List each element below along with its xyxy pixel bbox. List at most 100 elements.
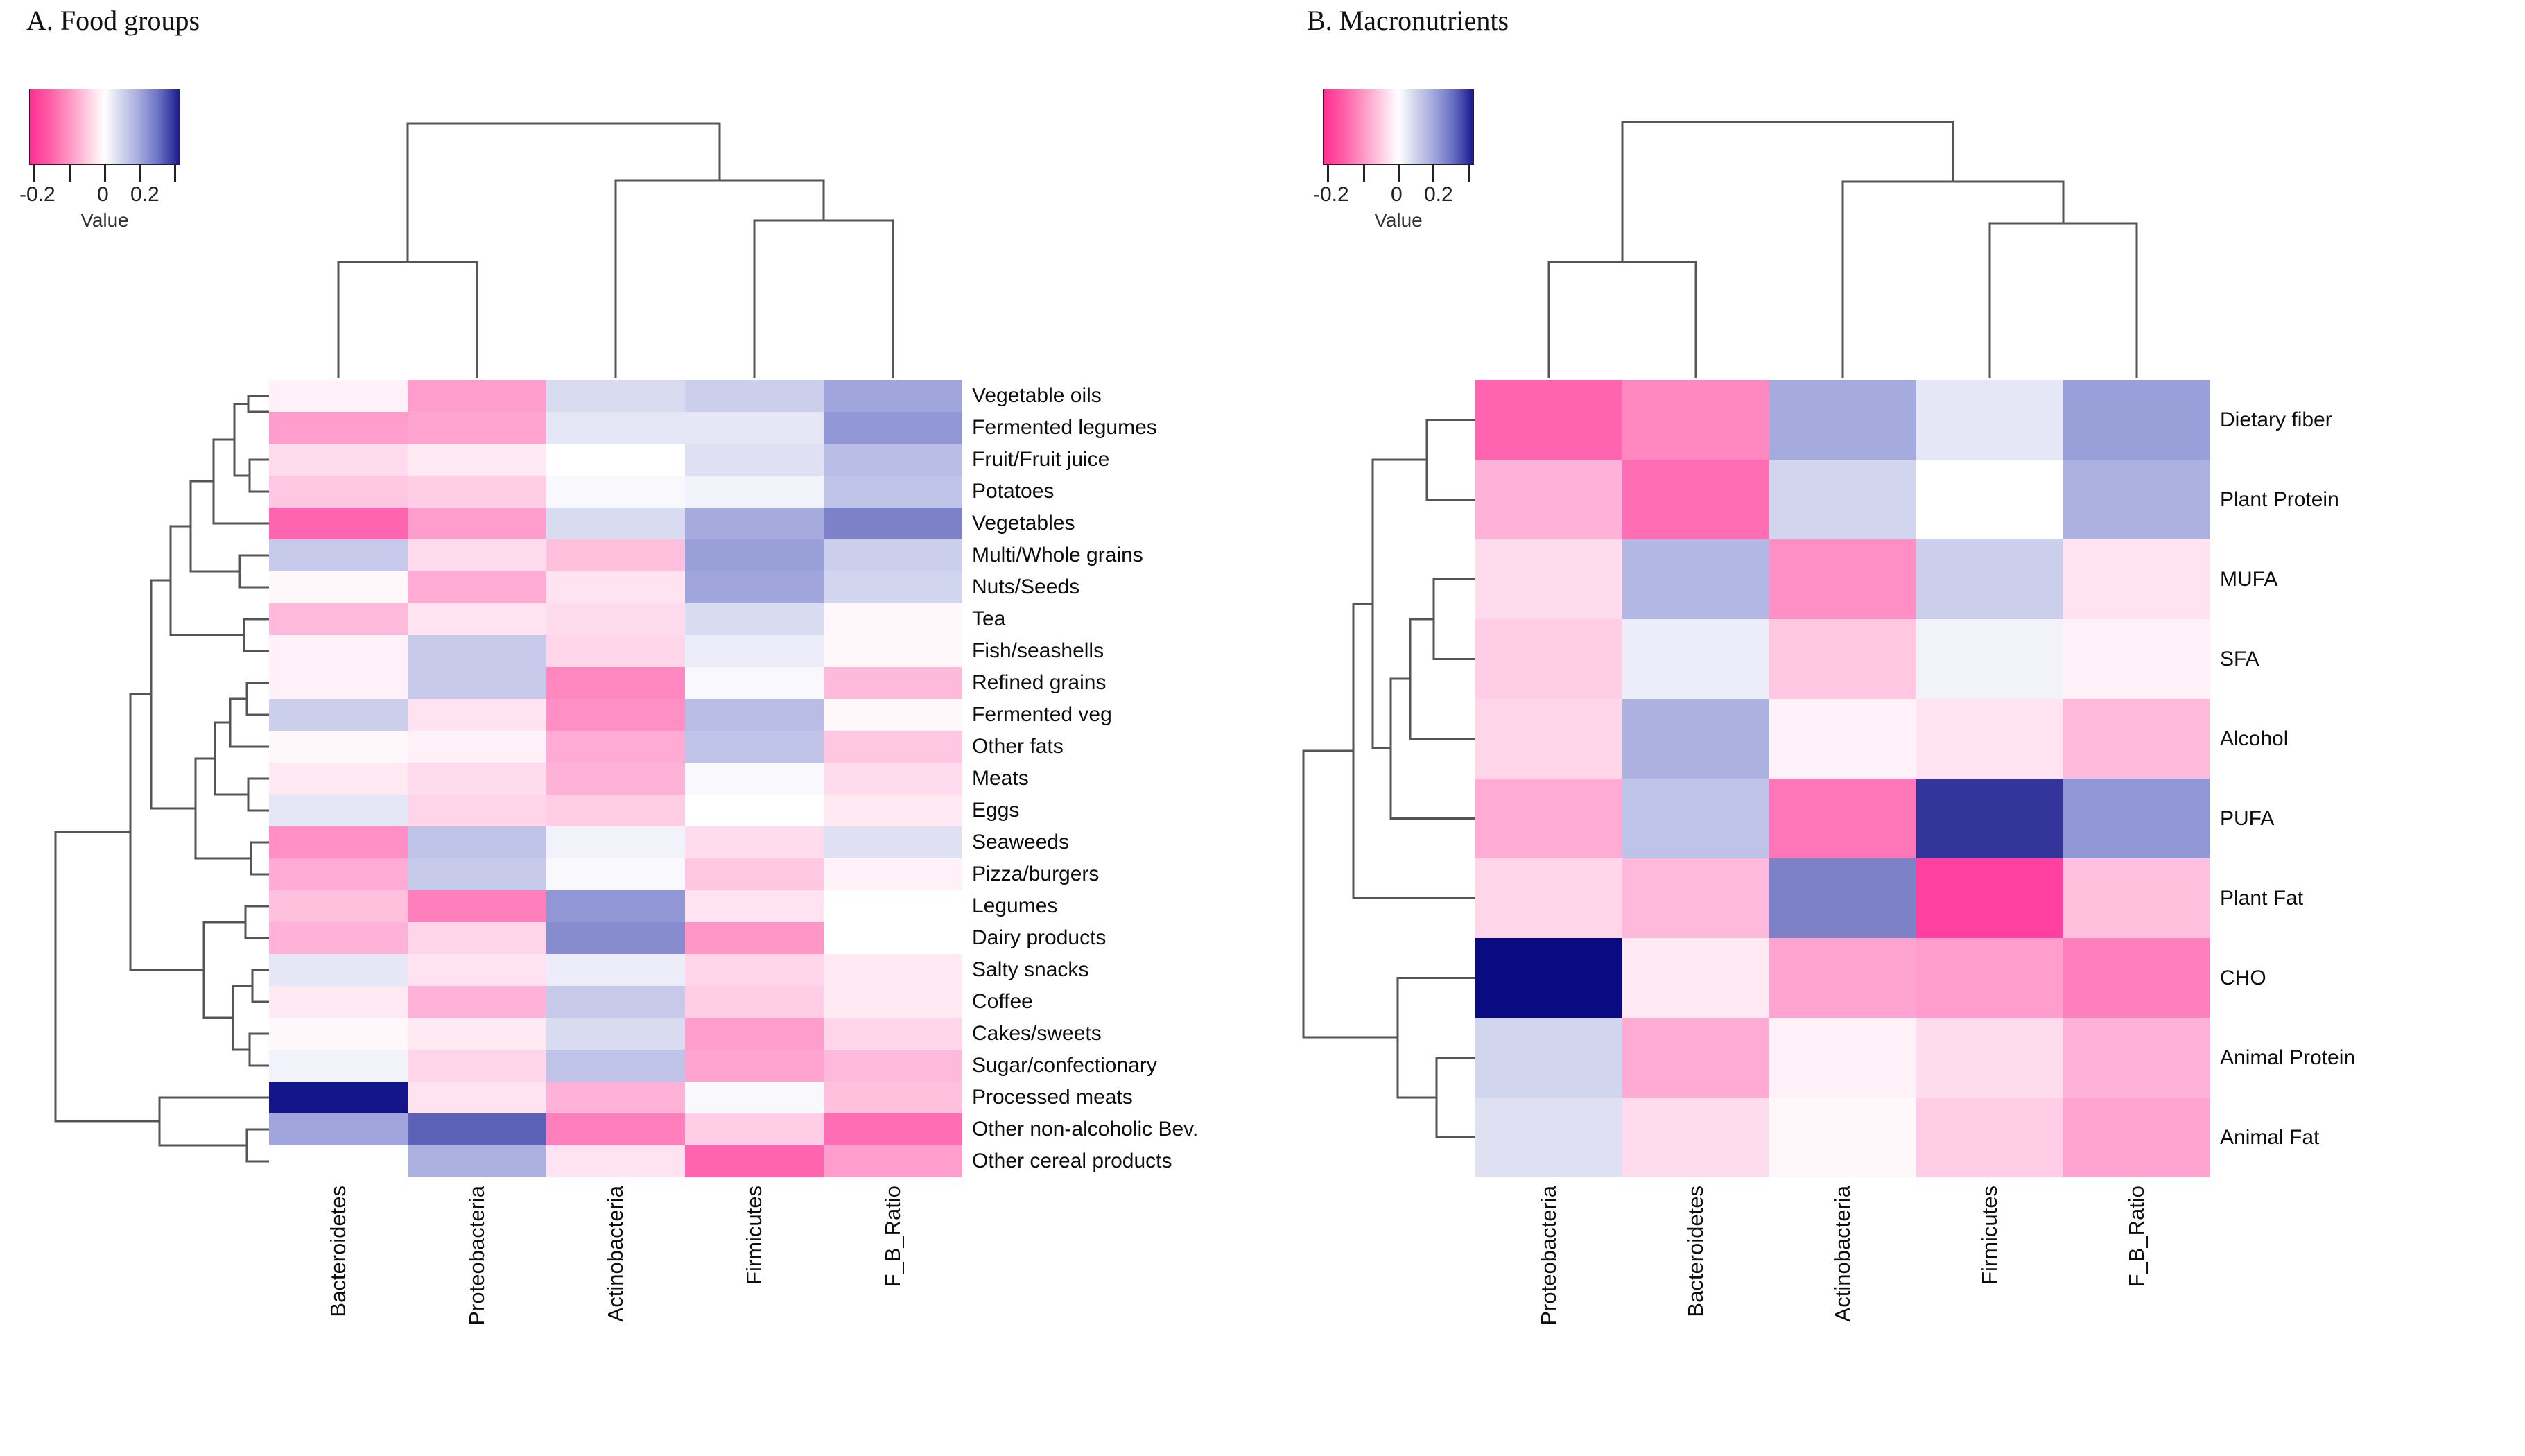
heatmap-cell bbox=[824, 922, 962, 954]
row-label: Other fats bbox=[972, 735, 1064, 758]
heatmap-cell bbox=[685, 476, 824, 508]
heatmap-cell bbox=[408, 986, 546, 1018]
row-label: Salty snacks bbox=[972, 958, 1089, 981]
row-label: Tea bbox=[972, 607, 1006, 630]
heatmap-cell bbox=[269, 986, 408, 1018]
row-label: CHO bbox=[2220, 966, 2266, 989]
row-label: Plant Fat bbox=[2220, 886, 2304, 910]
heatmap-cell bbox=[824, 1082, 962, 1113]
heatmap-cell bbox=[824, 508, 962, 539]
colorbar-ticklabels-b: -0.2 0 0.2 bbox=[1313, 183, 1486, 207]
heatmap-cell bbox=[269, 954, 408, 986]
row-label: MUFA bbox=[2220, 567, 2278, 591]
heatmap-cell bbox=[546, 922, 685, 954]
panel-a-title: A. Food groups bbox=[26, 5, 200, 36]
row-label: Fermented legumes bbox=[972, 416, 1157, 439]
heatmap-cell bbox=[546, 826, 685, 858]
heatmap-cell bbox=[408, 603, 546, 635]
heatmap-cell bbox=[408, 571, 546, 603]
column-label: Bacteroidetes bbox=[326, 1186, 350, 1317]
heatmap-cell bbox=[1769, 858, 1916, 938]
heatmap-cell bbox=[269, 1082, 408, 1113]
heatmap-cell bbox=[546, 1082, 685, 1113]
heatmap-cell bbox=[269, 508, 408, 539]
heatmap-cell bbox=[1916, 1098, 2063, 1177]
heatmap-cell bbox=[685, 1113, 824, 1145]
heatmap-cell bbox=[408, 795, 546, 826]
heatmap-b bbox=[1475, 380, 2210, 1177]
row-label: Processed meats bbox=[972, 1086, 1133, 1109]
row-dendrogram-b bbox=[1262, 380, 1475, 1177]
heatmap-cell bbox=[685, 858, 824, 890]
heatmap-cell bbox=[1622, 938, 1769, 1018]
colorbar-tick-pos-a: 0.2 bbox=[130, 183, 159, 206]
heatmap-cell bbox=[269, 890, 408, 922]
heatmap-cell bbox=[685, 1082, 824, 1113]
heatmap-cell bbox=[1475, 539, 1622, 619]
column-label: Firmicutes bbox=[742, 1186, 766, 1285]
heatmap-cell bbox=[1916, 1018, 2063, 1098]
column-dendrogram-b bbox=[1475, 104, 2210, 378]
heatmap-cell bbox=[824, 1145, 962, 1177]
heatmap-cell bbox=[408, 922, 546, 954]
heatmap-cell bbox=[1769, 1018, 1916, 1098]
heatmap-cell bbox=[269, 380, 408, 412]
heatmap-cell bbox=[824, 1018, 962, 1050]
panel-food-groups: A. Food groups -0.2 0 0.2 Value bbox=[0, 0, 1248, 1456]
column-label: Bacteroidetes bbox=[1683, 1186, 1708, 1317]
colorbar-ticklabels-a: -0.2 0 0.2 bbox=[19, 183, 193, 207]
heatmap-cell bbox=[1622, 539, 1769, 619]
heatmap-cell bbox=[1622, 460, 1769, 539]
heatmap-cell bbox=[824, 635, 962, 667]
heatmap-cell bbox=[2063, 699, 2210, 779]
column-dendrogram-a bbox=[269, 104, 962, 378]
heatmap-cell bbox=[546, 1113, 685, 1145]
colorbar-tick-pos-b: 0.2 bbox=[1424, 183, 1453, 206]
heatmap-cell bbox=[824, 986, 962, 1018]
heatmap-cell bbox=[269, 667, 408, 699]
heatmap-cell bbox=[824, 444, 962, 476]
row-label: Fish/seashells bbox=[972, 639, 1104, 662]
heatmap-cell bbox=[269, 731, 408, 763]
heatmap-cell bbox=[685, 795, 824, 826]
heatmap-cell bbox=[685, 603, 824, 635]
heatmap-cell bbox=[269, 539, 408, 571]
heatmap-cell bbox=[269, 1113, 408, 1145]
row-label: Seaweeds bbox=[972, 831, 1070, 853]
row-label: Nuts/Seeds bbox=[972, 575, 1080, 598]
heatmap-cell bbox=[546, 603, 685, 635]
colorbar-gradient-b bbox=[1323, 89, 1474, 165]
heatmap-cell bbox=[1916, 619, 2063, 699]
heatmap-cell bbox=[685, 954, 824, 986]
heatmap-cell bbox=[685, 826, 824, 858]
heatmap-cell bbox=[546, 795, 685, 826]
heatmap-cell bbox=[824, 539, 962, 571]
row-label: Fermented veg bbox=[972, 703, 1112, 726]
heatmap-cell bbox=[824, 795, 962, 826]
row-label: Alcohol bbox=[2220, 727, 2289, 750]
colorbar-legend-b: -0.2 0 0.2 Value bbox=[1313, 89, 1486, 232]
heatmap-cell bbox=[546, 635, 685, 667]
row-label: Plant Protein bbox=[2220, 487, 2339, 511]
heatmap-cell bbox=[408, 508, 546, 539]
heatmap-cell bbox=[408, 1050, 546, 1082]
row-label: PUFA bbox=[2220, 806, 2275, 830]
heatmap-cell bbox=[1475, 1018, 1622, 1098]
heatmap-cell bbox=[1622, 619, 1769, 699]
heatmap-cell bbox=[685, 571, 824, 603]
heatmap-cell bbox=[1916, 380, 2063, 460]
heatmap-cell bbox=[1769, 539, 1916, 619]
heatmap-cell bbox=[1622, 858, 1769, 938]
heatmap-cell bbox=[685, 1018, 824, 1050]
column-label: Proteobacteria bbox=[1536, 1186, 1561, 1326]
heatmap-cell bbox=[546, 571, 685, 603]
colorbar-gradient-a bbox=[29, 89, 180, 165]
heatmap-cell bbox=[685, 699, 824, 731]
heatmap-cell bbox=[269, 826, 408, 858]
heatmap-cell bbox=[269, 922, 408, 954]
heatmap-cell bbox=[546, 954, 685, 986]
colorbar-tick-neg-b: -0.2 bbox=[1313, 183, 1349, 206]
heatmap-cell bbox=[824, 858, 962, 890]
